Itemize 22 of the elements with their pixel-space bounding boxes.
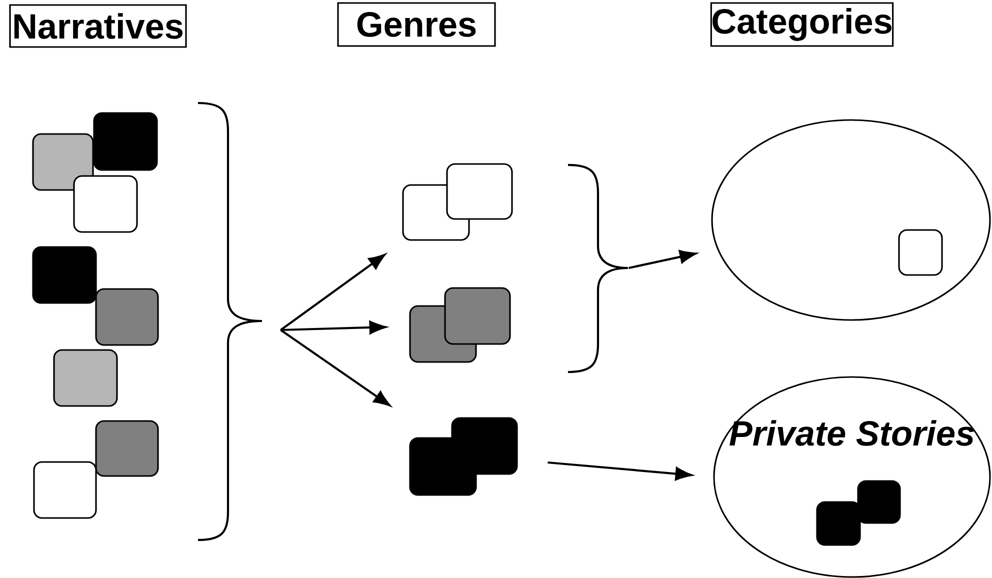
header-box: Narratives <box>9 4 187 48</box>
rounded-square <box>95 288 159 346</box>
curly-brace <box>568 164 630 374</box>
square-pair <box>409 287 511 363</box>
square-pair <box>402 163 513 241</box>
rounded-square <box>53 349 118 407</box>
header-box: Categories <box>710 2 894 47</box>
rounded-square <box>33 461 97 519</box>
rounded-square <box>95 420 159 477</box>
square-pair <box>409 417 518 496</box>
curly-brace <box>198 102 264 542</box>
rounded-square <box>898 229 943 276</box>
arrow <box>280 329 390 406</box>
rounded-square <box>32 133 94 191</box>
category-ellipse <box>711 119 991 321</box>
rounded-square <box>73 175 138 233</box>
rounded-square <box>93 112 158 171</box>
arrow <box>280 254 386 331</box>
rounded-square <box>32 246 97 304</box>
arrow <box>280 320 386 334</box>
square-pair <box>816 480 901 546</box>
header-box: Genres <box>337 2 496 47</box>
